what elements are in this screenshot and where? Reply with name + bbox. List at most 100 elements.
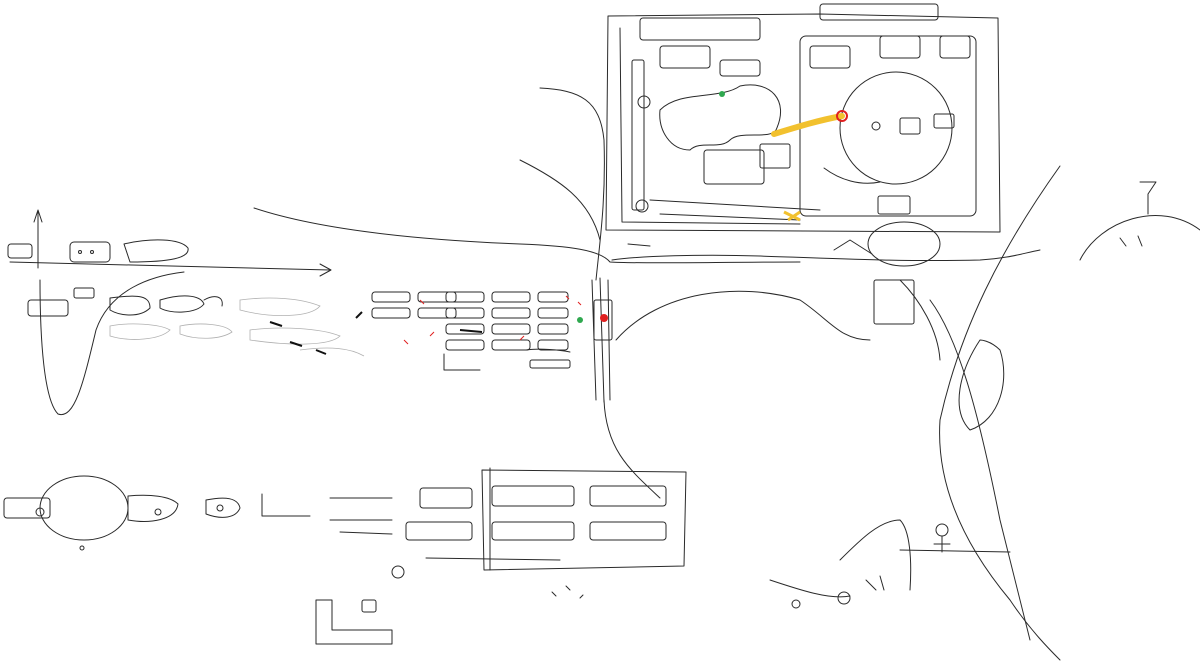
left-box-row — [27, 299, 69, 317]
grid-cell — [491, 291, 531, 303]
bottom-grid-cell — [405, 521, 473, 541]
left-curve-shape — [39, 271, 185, 416]
red-marker-dot — [600, 314, 608, 322]
outer-frame — [605, 13, 1001, 233]
hub-right-line — [611, 249, 1041, 262]
hub-horizontal-curve — [253, 207, 801, 264]
inner-box-small — [759, 143, 791, 169]
faint-blob — [179, 323, 233, 339]
bottom-grid-frame — [481, 469, 687, 571]
grid-cell — [445, 339, 485, 351]
bottom-box — [3, 497, 51, 519]
bottom-grid-cell — [491, 485, 575, 507]
bottom-lines — [329, 497, 393, 535]
rail-node — [635, 199, 649, 213]
horizontal-arrow-head — [319, 263, 332, 277]
bottom-box — [877, 195, 911, 215]
rail-node — [637, 95, 651, 109]
grid-cell — [537, 323, 569, 335]
small-square — [899, 117, 921, 135]
L-shape-box — [361, 599, 377, 613]
figure-outline — [839, 519, 912, 591]
left-small-box — [73, 287, 95, 299]
axis-arrow-head — [33, 209, 43, 223]
bottom-grid-cell — [419, 487, 473, 509]
grid-cell — [371, 307, 411, 319]
bottom-blob — [205, 497, 241, 518]
curve — [899, 279, 941, 361]
middle-grid — [371, 291, 571, 371]
L-shape — [315, 599, 393, 645]
figure-body — [933, 535, 951, 553]
hub-box — [593, 299, 613, 341]
top-right-box — [819, 3, 939, 21]
scatter-marks — [269, 295, 583, 355]
small-square — [933, 113, 955, 129]
below-box — [873, 279, 915, 325]
marks — [865, 575, 885, 591]
left-rounded-tab — [123, 239, 189, 263]
grid-cell — [491, 323, 531, 335]
grid-corner-mark — [443, 353, 481, 371]
dot — [90, 250, 94, 254]
left-mark — [203, 296, 223, 307]
dot — [78, 250, 82, 254]
small-box — [659, 45, 711, 69]
central-hub — [253, 87, 1041, 499]
top-banner-box — [639, 17, 761, 41]
small-circle — [837, 591, 851, 605]
panel-box — [879, 35, 921, 59]
bottom-corner — [261, 493, 311, 517]
left-blob — [159, 295, 205, 313]
inner-frame-left — [619, 27, 801, 225]
left-small-box — [7, 243, 33, 259]
marks — [551, 585, 584, 599]
left-box-with-dots — [69, 241, 111, 263]
small-box — [719, 59, 761, 77]
grid-cell — [491, 307, 531, 319]
figure-head — [935, 523, 949, 537]
right-panel — [799, 35, 977, 217]
arch — [1079, 215, 1200, 261]
grid-bottom-line — [425, 557, 561, 561]
long-curve — [929, 299, 1031, 641]
grid-cell — [445, 323, 485, 335]
panel-box — [939, 35, 971, 59]
faint-blob — [239, 297, 321, 316]
grid-cell — [371, 291, 411, 303]
grid-cell — [537, 307, 569, 319]
faint-blob — [109, 323, 171, 340]
loop-shape — [958, 339, 1005, 431]
bottom-lines — [649, 199, 821, 221]
green-marker-dot — [577, 317, 583, 323]
faint-sketch-shapes — [109, 297, 365, 357]
yellow-star — [783, 210, 801, 222]
stroke — [769, 579, 851, 598]
bottom-circle — [39, 475, 129, 541]
far-right-sketch — [899, 165, 1200, 661]
hub-left-curve — [519, 159, 601, 241]
inner-blob — [659, 84, 782, 151]
figure-mark — [1139, 181, 1157, 215]
node — [391, 565, 405, 579]
figure-mark — [1119, 235, 1143, 247]
stroke — [833, 239, 873, 255]
faint-blob — [249, 327, 341, 345]
panel-box — [809, 45, 851, 69]
dot — [154, 508, 162, 516]
grid-stroke — [525, 348, 571, 353]
grid-cell — [537, 339, 569, 351]
small-circle — [871, 121, 881, 131]
dot — [216, 504, 224, 512]
grid-cell — [491, 339, 531, 351]
faint-stroke — [299, 347, 365, 357]
bottom-grid-cell — [589, 485, 667, 507]
horizontal-arrow-line — [9, 261, 331, 271]
hub-bottom-curve — [603, 399, 661, 499]
bottom-ellipse — [867, 221, 941, 267]
grid-cell — [417, 291, 457, 303]
grid-cell — [445, 291, 485, 303]
yellow-highlight — [771, 113, 845, 137]
long-curve — [939, 165, 1061, 661]
